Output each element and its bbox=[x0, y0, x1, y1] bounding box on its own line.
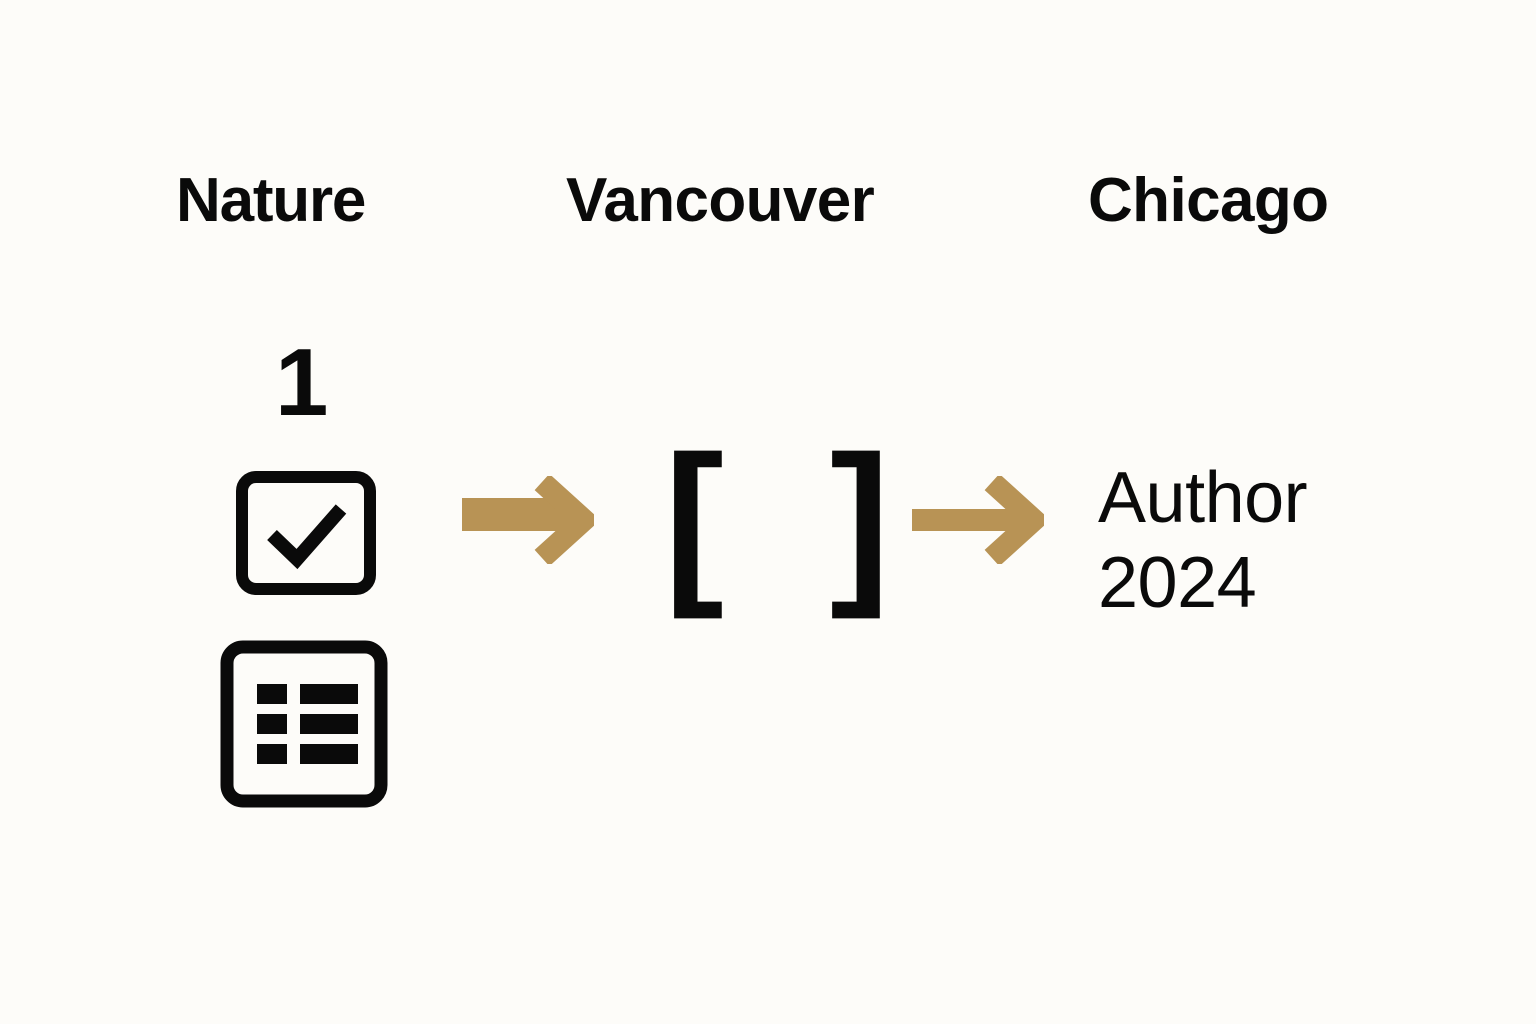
chicago-author-date: Author 2024 bbox=[1098, 456, 1308, 626]
arrow-right-2-icon bbox=[908, 473, 1051, 569]
column-heading-chicago: Chicago bbox=[1088, 166, 1329, 235]
chicago-author: Author bbox=[1098, 458, 1308, 538]
citation-number: 1 bbox=[275, 329, 328, 436]
checkbox-checked-icon bbox=[236, 471, 376, 600]
reference-list-icon bbox=[220, 640, 388, 813]
column-heading-nature: Nature bbox=[176, 166, 366, 235]
vancouver-bracket-marker: [ ] bbox=[664, 419, 892, 620]
column-heading-vancouver: Vancouver bbox=[566, 166, 875, 235]
arrow-right-1-icon bbox=[458, 473, 601, 569]
chicago-year: 2024 bbox=[1098, 542, 1257, 623]
